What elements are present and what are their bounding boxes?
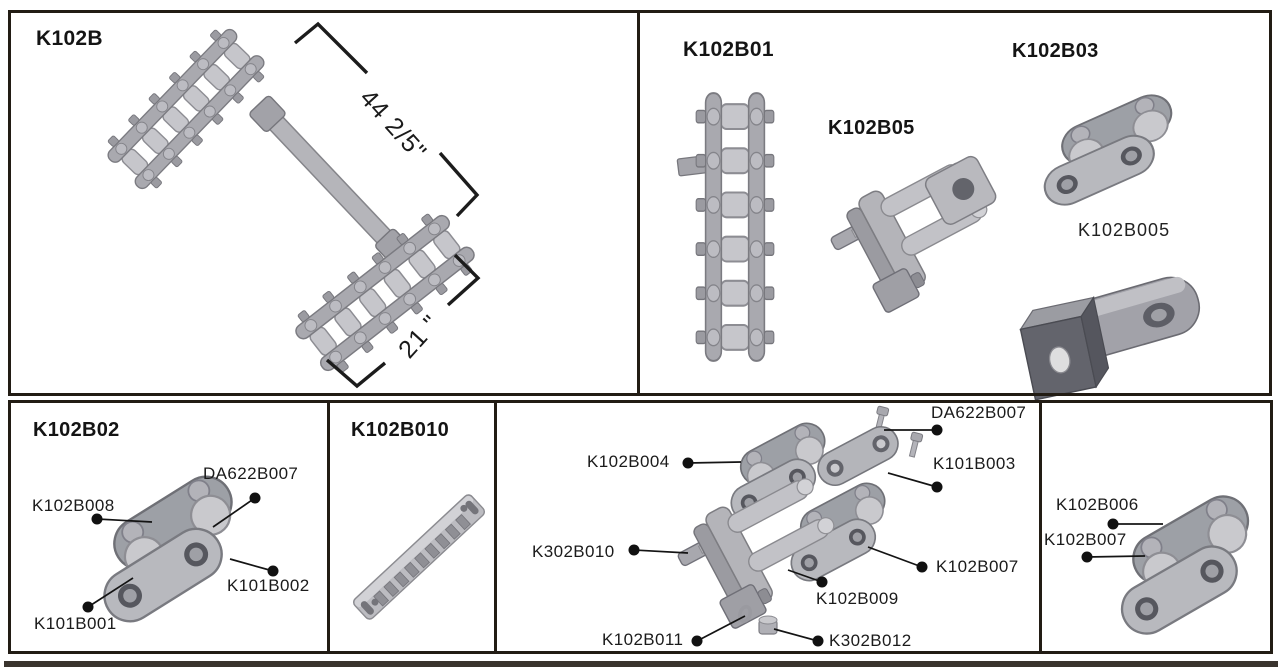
dimension-brackets: [293, 21, 481, 389]
label-k102b008: K102B008: [32, 496, 115, 515]
title-k102b05: K102B05: [828, 117, 915, 139]
label-k302b012: K302B012: [829, 631, 912, 650]
label-k102b007-right: K102B007: [1044, 530, 1127, 549]
label-k102b009: K102B009: [816, 589, 899, 608]
label-k102b006: K102B006: [1056, 495, 1139, 514]
label-k102b007-center: K102B007: [936, 557, 1019, 576]
title-k102b01: K102B01: [683, 38, 774, 61]
bottom-strip: [4, 661, 1278, 667]
label-k302b010: K302B010: [532, 542, 615, 561]
label-k101b003: K101B003: [933, 454, 1016, 473]
bar-drawing: [352, 494, 486, 620]
exploded-drawing: [666, 405, 924, 638]
assembly-drawing: [98, 20, 483, 389]
label-k102b011: K102B011: [602, 630, 684, 649]
label-da622b007-center: DA622B007: [931, 403, 1027, 422]
bracket-drawing: [1019, 276, 1201, 401]
components-drawing: [676, 88, 1201, 401]
connecting-link-drawing: [74, 467, 262, 631]
title-k102b02: K102B02: [33, 419, 120, 441]
label-k102b005: K102B005: [1078, 220, 1171, 240]
title-k102b010: K102B010: [351, 419, 450, 441]
label-da622b007-left: DA622B007: [203, 464, 299, 483]
label-k101b002: K101B002: [227, 576, 310, 595]
title-k102b: K102B: [36, 27, 103, 50]
label-k102b004: K102B004: [587, 452, 670, 471]
connector-link-drawing: [819, 147, 1010, 322]
title-k102b03: K102B03: [1012, 40, 1099, 62]
leader-lines: [87, 429, 1163, 642]
label-k101b001: K101B001: [34, 614, 117, 633]
leader-dots: [82, 424, 1119, 647]
